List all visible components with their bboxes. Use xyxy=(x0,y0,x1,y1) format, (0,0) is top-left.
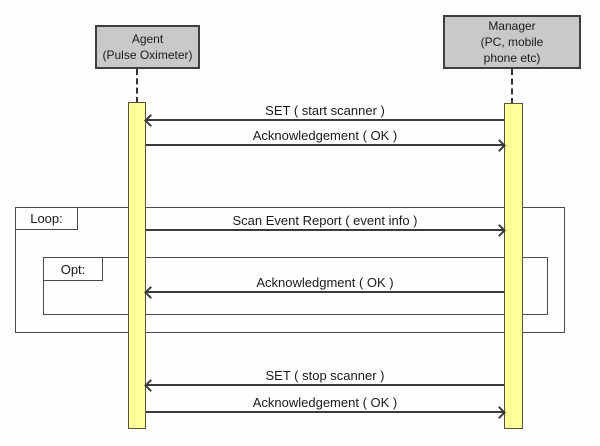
lifeline-agent xyxy=(136,69,138,103)
actor-manager: Manager (PC, mobile phone etc) xyxy=(443,15,581,69)
actor-manager-detail-line1: (PC, mobile xyxy=(480,35,544,49)
loop-fragment-label: Loop: xyxy=(15,207,78,230)
message-arrow-line xyxy=(144,378,504,392)
actor-agent: Agent (Pulse Oximeter) xyxy=(95,25,200,69)
message-acknowledgement-ok-2: Acknowledgement ( OK ) xyxy=(146,395,506,419)
message-arrow-line xyxy=(146,223,506,237)
message-label: Acknowledgment ( OK ) xyxy=(256,275,394,290)
message-set-stop-scanner: SET ( stop scanner ) xyxy=(144,368,504,392)
activation-bar-manager xyxy=(504,103,523,429)
actor-agent-name: Agent xyxy=(131,32,164,46)
message-arrow-line xyxy=(146,138,506,152)
opt-fragment-label: Opt: xyxy=(43,257,103,281)
loop-fragment: Loop: xyxy=(15,207,565,333)
message-arrow-line xyxy=(146,405,506,419)
opt-fragment: Opt: xyxy=(43,257,548,315)
message-acknowledgment-ok-opt: Acknowledgment ( OK ) xyxy=(144,275,504,299)
message-label: SET ( start scanner ) xyxy=(265,103,385,118)
message-label: Scan Event Report ( event info ) xyxy=(232,213,418,228)
activation-bar-agent xyxy=(128,102,146,429)
actor-agent-detail: (Pulse Oximeter) xyxy=(102,48,193,62)
lifeline-manager xyxy=(511,69,513,104)
message-scan-event-report: Scan Event Report ( event info ) xyxy=(146,213,506,237)
message-label: Acknowledgement ( OK ) xyxy=(252,395,398,410)
message-arrow-line xyxy=(144,113,504,127)
message-acknowledgement-ok-1: Acknowledgement ( OK ) xyxy=(146,128,506,152)
message-label: SET ( stop scanner ) xyxy=(265,368,385,383)
actor-manager-name: Manager xyxy=(488,19,536,33)
actor-manager-detail-line2: phone etc) xyxy=(483,51,541,65)
message-arrow-line xyxy=(144,285,504,299)
message-label: Acknowledgement ( OK ) xyxy=(252,128,398,143)
message-set-start-scanner: SET ( start scanner ) xyxy=(144,103,504,127)
